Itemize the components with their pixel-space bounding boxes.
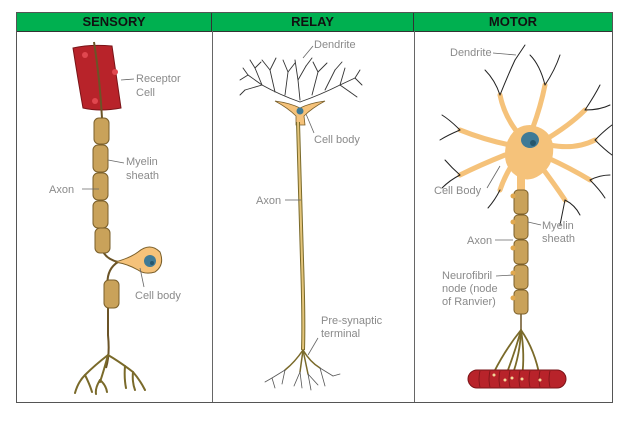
muscle-fiber xyxy=(467,369,567,389)
label-neurofibril-node-line3: of Ranvier) xyxy=(442,296,496,308)
label-axon: Axon xyxy=(256,195,281,207)
receptor-cell xyxy=(72,44,122,111)
motor-myelin-sheath xyxy=(513,189,529,315)
sensory-neuron xyxy=(72,41,163,395)
sensory-cell-body xyxy=(114,246,163,274)
header-row: SENSORY RELAY MOTOR xyxy=(17,13,612,32)
header-sensory: SENSORY xyxy=(17,13,212,31)
label-pre-synaptic-terminal-line2: terminal xyxy=(321,328,360,340)
label-cell-body: Cell Body xyxy=(434,185,482,197)
label-myelin-sheath-line2: sheath xyxy=(542,233,575,245)
motor-labels: Dendrite Cell Body Myelin sheath Axon Ne… xyxy=(434,47,575,308)
label-receptor-cell-line2: Cell xyxy=(136,87,155,99)
header-relay: RELAY xyxy=(212,13,414,31)
label-cell-body: Cell body xyxy=(314,134,360,146)
label-axon: Axon xyxy=(467,235,492,247)
myelin-sheath xyxy=(92,117,120,309)
column-divider xyxy=(414,31,415,402)
label-myelin-sheath: Myelin xyxy=(542,220,574,232)
label-myelin-sheath: Myelin xyxy=(126,156,158,168)
label-neurofibril-node-line2: node (node xyxy=(442,283,498,295)
label-dendrite: Dendrite xyxy=(314,39,356,51)
label-receptor-cell: Receptor xyxy=(136,73,181,85)
label-axon: Axon xyxy=(49,184,74,196)
label-neurofibril-node: Neurofibril xyxy=(442,270,492,282)
label-dendrite: Dendrite xyxy=(450,47,492,59)
relay-neuron xyxy=(239,57,363,391)
header-motor: MOTOR xyxy=(488,14,538,29)
label-myelin-sheath-line2: sheath xyxy=(126,170,159,182)
relay-terminal-branches xyxy=(284,349,321,375)
column-divider xyxy=(212,31,213,402)
relay-labels: Dendrite Cell body Axon Pre-synaptic ter… xyxy=(256,39,383,356)
sensory-terminal-branches xyxy=(74,354,146,395)
motor-neuron xyxy=(439,44,613,389)
label-cell-body: Cell body xyxy=(135,290,181,302)
neuron-types-table: SENSORY RELAY MOTOR xyxy=(16,12,613,403)
sensory-labels: Receptor Cell Myelin sheath Axon Cell bo… xyxy=(49,73,181,302)
label-pre-synaptic-terminal: Pre-synaptic xyxy=(321,315,383,327)
relay-dendrites xyxy=(239,57,363,103)
